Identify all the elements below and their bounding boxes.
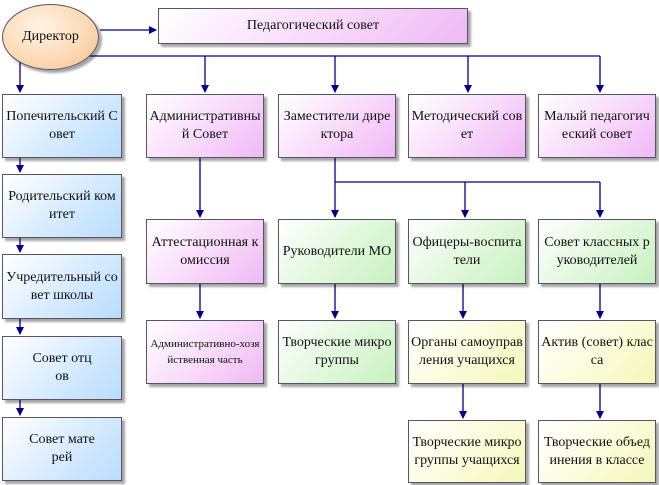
class-leaders-node: Совет классных руководителей — [538, 219, 656, 284]
ped-council-node: Педагогический совет — [158, 8, 468, 44]
mo-heads-label: Руководители МО — [282, 243, 392, 259]
self-gov-node: Органы самоуправления учащихся — [408, 320, 526, 384]
trustees-label: Попечительский Совет — [6, 109, 118, 142]
creative-groups-label: Творческие микрогруппы — [282, 335, 392, 368]
student-groups-label: Творческие микрогруппы учащихся — [412, 434, 522, 468]
class-activ-node: Актив (совет) класса — [538, 320, 656, 384]
fathers-council-label: Совет отцов — [32, 351, 92, 384]
deputies-node: Заместители директора — [278, 94, 396, 158]
small-ped-council-node: Малый педагогический совет — [538, 94, 656, 158]
class-leaders-label: Совет классных руководителей — [544, 234, 650, 268]
director-node: Директор — [2, 4, 99, 70]
small-ped-council-label: Малый педагогический совет — [544, 109, 650, 142]
officers-node: Офицеры-воспитатели — [408, 219, 526, 284]
admin-econ-node: Административно-хозяйственная часть — [146, 320, 264, 384]
class-activ-label: Актив (совет) класса — [541, 335, 653, 368]
officers-label: Офицеры-воспитатели — [412, 234, 522, 268]
attestation-label: Аттестационная комиссия — [151, 234, 259, 268]
founders-council-node: Учредительный совет школы — [2, 254, 122, 319]
parent-committee-node: Родительский комитет — [2, 174, 122, 238]
method-council-label: Методический совет — [411, 109, 523, 142]
admin-econ-label: Административно-хозяйственная часть — [150, 338, 260, 366]
deputies-label: Заместители директора — [283, 109, 391, 142]
founders-council-label: Учредительный совет школы — [6, 269, 118, 303]
ped-council-label: Педагогический совет — [246, 18, 380, 33]
creative-groups-node: Творческие микрогруппы — [278, 320, 396, 384]
fathers-council-node: Совет отцов — [2, 336, 122, 400]
mo-heads-node: Руководители МО — [278, 219, 396, 284]
student-groups-node: Творческие микрогруппы учащихся — [408, 420, 526, 483]
attestation-node: Аттестационная комиссия — [146, 219, 264, 284]
method-council-node: Методический совет — [408, 94, 526, 158]
mothers-council-label: Совет матерей — [29, 432, 95, 465]
mothers-council-node: Совет матерей — [2, 417, 122, 481]
self-gov-label: Органы самоуправления учащихся — [411, 335, 523, 368]
admin-council-node: Административный Совет — [146, 94, 264, 158]
director-label: Директор — [22, 29, 79, 44]
trustees-node: Попечительский Совет — [2, 94, 122, 158]
admin-council-label: Административный Совет — [149, 109, 261, 142]
class-assoc-node: Творческие объединения в классе — [538, 420, 656, 483]
class-assoc-label: Творческие объединения в классе — [543, 434, 650, 468]
parent-committee-label: Родительский комитет — [8, 189, 116, 222]
